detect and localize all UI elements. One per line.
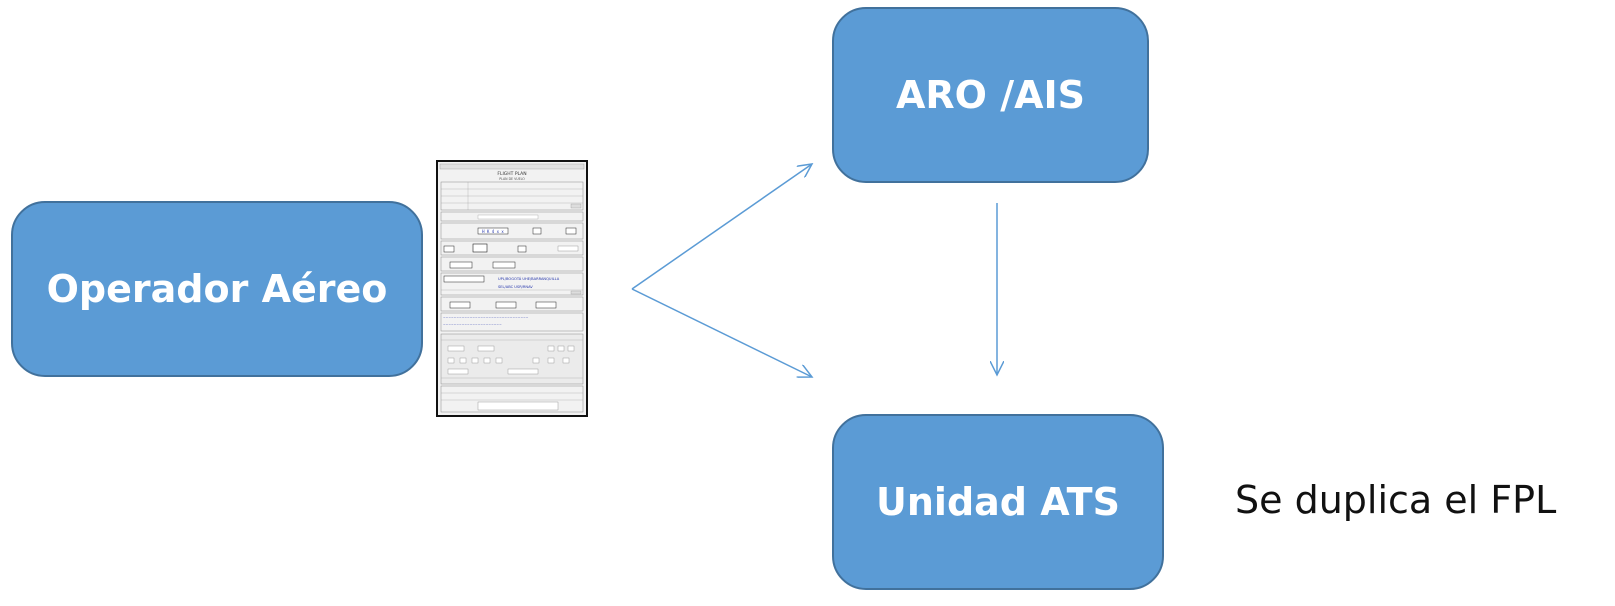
node-operador-aereo-label: Operador Aéreo	[46, 267, 388, 311]
flight-plan-form-drawing: FLIGHT PLAN PLAN DE VUELO H K 4 x x	[438, 162, 586, 415]
node-operador-aereo: Operador Aéreo	[11, 201, 423, 377]
form-title: FLIGHT PLAN	[497, 171, 526, 177]
duplicate-fpl-note: Se duplica el FPL	[1235, 478, 1557, 522]
svg-text:H K 4 x x: H K 4 x x	[482, 229, 504, 234]
node-aro-ais-label: ARO /AIS	[896, 73, 1085, 117]
node-aro-ais: ARO /AIS	[832, 7, 1149, 183]
node-unidad-ats-label: Unidad ATS	[876, 480, 1120, 524]
svg-text:~~~~~~~~~~~~~~~~~~~~~~~~~~~~~~: ~~~~~~~~~~~~~~~~~~~~~~~~~~~~~~~~	[443, 316, 529, 320]
form-subtitle: PLAN DE VUELO	[499, 177, 525, 181]
svg-text:~~~~~~~~~~~~~~~~~~~~~~: ~~~~~~~~~~~~~~~~~~~~~~	[443, 323, 502, 327]
node-unidad-ats: Unidad ATS	[832, 414, 1164, 590]
form-route-line-2: SEL/ABC USR/RNAV	[498, 285, 533, 289]
arrow-to-ats	[631, 288, 812, 377]
form-route-line-1: UPL/BOGOTÁ UHE/BARRANQUILLA	[498, 276, 560, 281]
arrow-to-aro	[631, 164, 812, 290]
flight-plan-form-image: FLIGHT PLAN PLAN DE VUELO H K 4 x x	[436, 160, 588, 417]
